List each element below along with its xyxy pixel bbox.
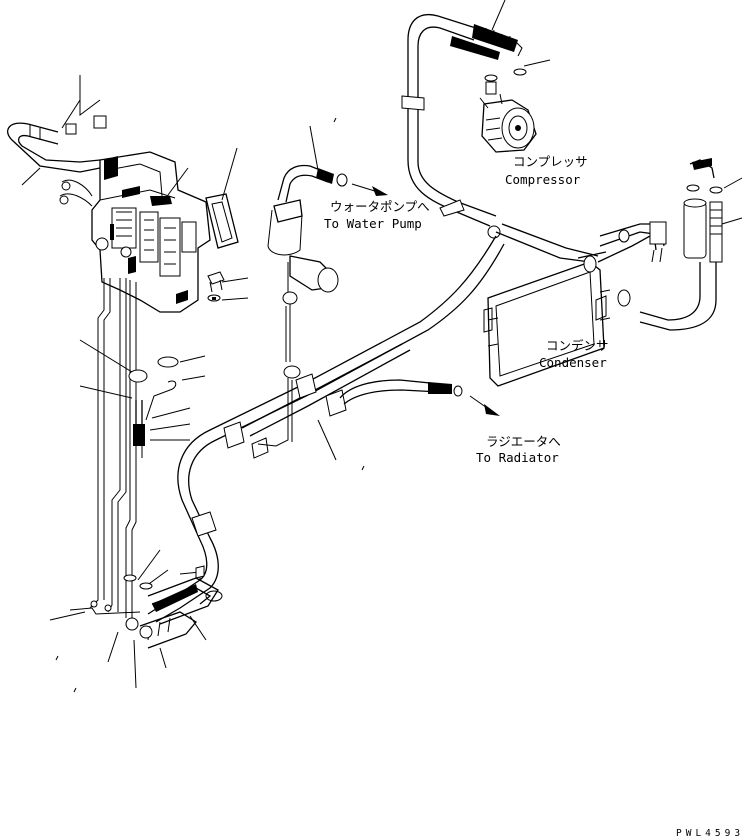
compressor-label-en: Compressor [505,172,581,187]
receiver-dryer [639,158,723,331]
filter-element [205,193,239,249]
condenser-label-jp: コンデンサ [546,338,609,353]
hvac-unit [59,151,211,313]
drawing-code: PWL4593 [676,828,743,839]
bolt-and-washer [207,271,225,302]
condenser [483,221,667,387]
radiator-hose [339,379,463,405]
heater-hose-upper [7,115,107,173]
water-pump-label-jp: ウォータポンプへ [330,199,430,214]
water-pump-hose [257,164,348,447]
bottom-hoses [123,565,219,649]
leader-lines [21,0,743,689]
floor-bracket [69,607,141,615]
compressor-hoses [401,14,523,239]
water-pump-label-en: To Water Pump [324,216,422,231]
compressor-label-jp: コンプレッサ [513,154,588,169]
ac-main-lines [147,235,505,623]
flow-arrows [351,183,500,416]
condenser-label-en: Condenser [539,355,607,370]
radiator-label-jp: ラジエータへ [486,434,561,449]
heater-tubes-vertical [89,278,137,618]
clamps-left [128,356,179,460]
tick-marks [55,117,365,693]
compressor [479,68,537,153]
radiator-label-en: To Radiator [476,450,559,465]
